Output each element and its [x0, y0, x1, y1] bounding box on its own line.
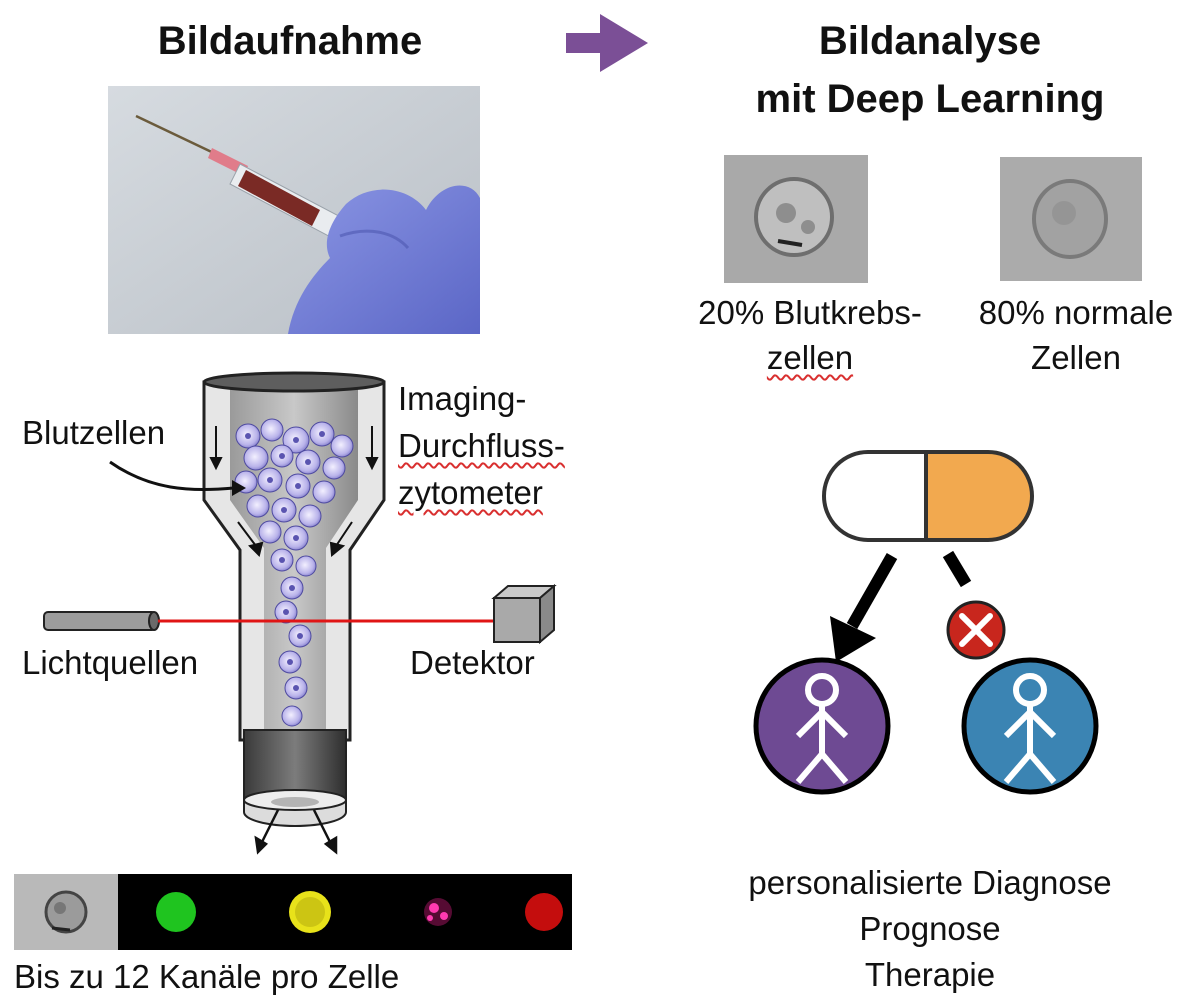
cytometer-label-line2: Durchfluss- [398, 427, 565, 464]
analysis-title-line2: mit Deep Learning [755, 77, 1105, 121]
flow-arrow-icon [566, 14, 648, 72]
cancer-label-line1: 20% Blutkrebs- [698, 294, 922, 331]
channel-magenta [424, 898, 452, 926]
light-source-icon [43, 611, 160, 631]
analysis-title-line1: Bildanalyse [818, 19, 1042, 63]
person-untreated-icon [961, 657, 1099, 795]
outcome-line1: personalisierte Diagnose [748, 864, 1112, 901]
cytometer-label-line3: zytometer [398, 474, 543, 511]
normal-label-line1: 80% normale [978, 294, 1174, 331]
capture-title: Bildaufnahme [157, 19, 423, 63]
channels-caption: Bis zu 12 Kanäle pro Zelle [14, 958, 400, 995]
channel-red [525, 893, 563, 931]
person-treated-icon [753, 657, 891, 795]
cancer-cell-thumbnail [724, 155, 868, 283]
treatment-decision-diagram [753, 450, 1099, 795]
cancer-label-line2: zellen [766, 339, 854, 376]
cells-label: Blutzellen [22, 414, 166, 451]
flow-cytometer-diagram [43, 371, 557, 855]
reject-x-icon [946, 600, 1006, 660]
channel-green [156, 892, 196, 932]
syringe-photo [108, 86, 480, 334]
capsule-icon [822, 450, 1034, 542]
normal-label-line2: Zellen [1031, 339, 1121, 376]
normal-cell-thumbnail [1000, 157, 1142, 281]
channel-strip [14, 874, 572, 950]
outcome-line2: Prognose [859, 910, 1001, 947]
light-sources-label: Lichtquellen [22, 644, 199, 681]
outcome-line3: Therapie [864, 956, 996, 993]
detector-label: Detektor [410, 644, 535, 681]
cytometer-label-line1: Imaging- [398, 380, 527, 417]
blood-cells [234, 418, 354, 727]
detector-icon [491, 583, 557, 645]
